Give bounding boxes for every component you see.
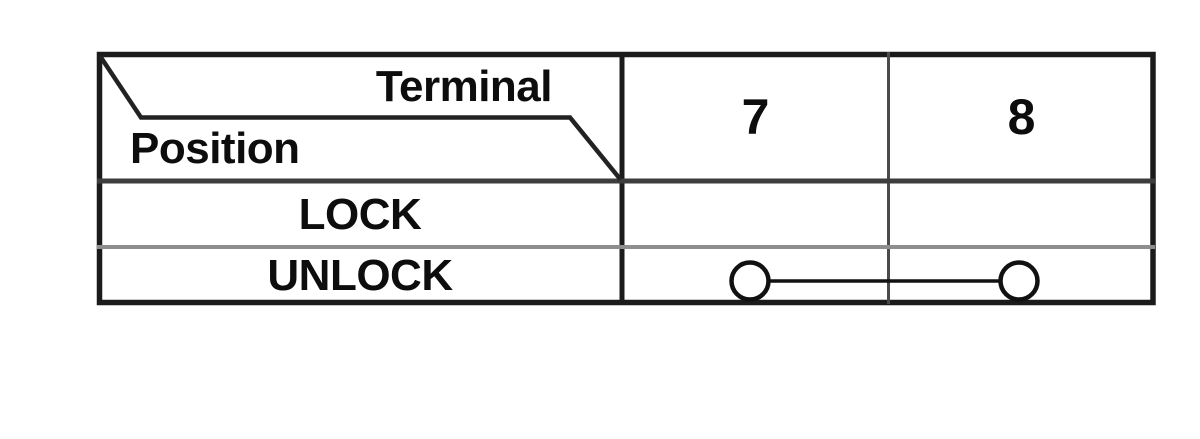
terminal-header-label: Terminal xyxy=(375,61,553,111)
header-diagonal-divider xyxy=(98,54,623,181)
continuity-circle-terminal-7 xyxy=(729,260,771,302)
position-header-label: Position xyxy=(130,124,300,173)
terminal-column-header-8: 8 xyxy=(1007,89,1036,145)
terminal-column-header-7: 7 xyxy=(741,89,770,145)
continuity-connector-unlock xyxy=(729,260,1040,302)
row-label-lock: LOCK xyxy=(298,189,422,239)
row-label-unlock: UNLOCK xyxy=(267,250,453,300)
continuity-circle-terminal-8 xyxy=(998,260,1040,302)
